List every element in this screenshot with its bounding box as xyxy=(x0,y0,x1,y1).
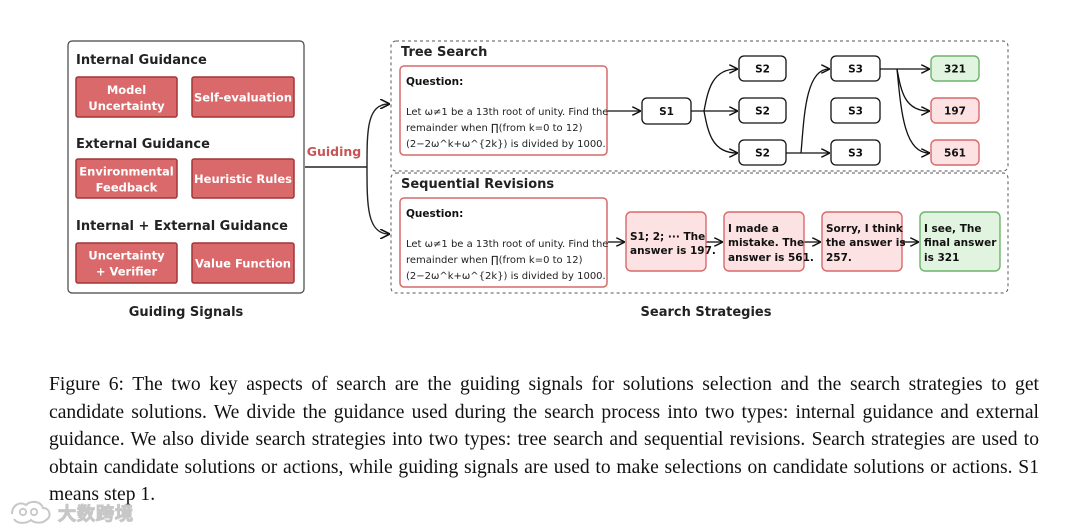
revision-step-4: I see, The final answer is 321 xyxy=(919,211,1001,272)
tree-answer-321: 321 xyxy=(930,55,980,82)
tree-answer-561: 561 xyxy=(930,139,980,166)
tree-node-s2-middle: S2 xyxy=(738,97,787,124)
guidance-box-heuristic-rules: Heuristic Rules xyxy=(191,158,295,199)
svg-text:561: 561 xyxy=(944,148,966,160)
sequential-revisions-panel: Sequential Revisions Question: Let ω≠1 b… xyxy=(390,172,1009,294)
svg-text:321: 321 xyxy=(944,64,966,76)
tree-node-s1: S1 xyxy=(641,97,692,125)
svg-text:Question:: Question: xyxy=(406,76,463,88)
figure-caption: Figure 6: The two key aspects of search … xyxy=(49,374,1039,505)
tree-search-panel: Tree Search Question: Let ω≠1 be a 13th … xyxy=(390,40,1009,172)
revision-step-2: I made a mistake. The answer is 561. xyxy=(723,211,814,272)
tree-node-s3-middle: S3 xyxy=(830,97,881,124)
search-overview-figure: Internal Guidance Model Uncertainty Self… xyxy=(67,40,1009,320)
svg-text:Question:: Question: xyxy=(406,208,463,220)
guidance-box-environmental-feedback: Environmental Feedback xyxy=(75,158,178,199)
svg-text:+ Verifier: + Verifier xyxy=(96,265,158,279)
tree-search-title: Tree Search xyxy=(401,45,487,60)
svg-text:final answer: final answer xyxy=(924,237,997,249)
tree-node-s3-bottom: S3 xyxy=(830,139,881,166)
tree-node-s2-top: S2 xyxy=(738,55,787,82)
svg-text:Heuristic Rules: Heuristic Rules xyxy=(194,172,292,186)
tree-node-s3-top: S3 xyxy=(830,55,881,82)
svg-text:S1: S1 xyxy=(659,106,674,118)
svg-text:S3: S3 xyxy=(848,64,863,76)
svg-text:Feedback: Feedback xyxy=(96,181,158,195)
svg-text:is 321: is 321 xyxy=(924,252,959,264)
svg-text:Self-evaluation: Self-evaluation xyxy=(194,91,292,105)
guiding-connector: Guiding xyxy=(305,104,389,234)
sequential-revisions-title: Sequential Revisions xyxy=(401,177,554,192)
search-strategies-label: Search Strategies xyxy=(641,305,772,320)
guidance-box-model-uncertainty: Model Uncertainty xyxy=(75,76,178,118)
svg-text:answer is 561.: answer is 561. xyxy=(728,252,814,264)
svg-text:answer is 197.: answer is 197. xyxy=(630,245,716,257)
guidance-box-uncertainty-verifier: Uncertainty + Verifier xyxy=(75,242,178,284)
tree-question-box: Question: Let ω≠1 be a 13th root of unit… xyxy=(399,65,608,156)
external-guidance-heading: External Guidance xyxy=(76,137,210,152)
svg-text:Model: Model xyxy=(107,83,146,97)
watermark-text: 大数跨境 xyxy=(58,504,134,526)
svg-text:(2−2ω^k+ω^{2k}) is divided by: (2−2ω^k+ω^{2k}) is divided by 1000. xyxy=(406,139,606,150)
sequential-question-box: Question: Let ω≠1 be a 13th root of unit… xyxy=(399,197,608,288)
svg-text:Let ω≠1 be a 13th root of unit: Let ω≠1 be a 13th root of unity. Find th… xyxy=(406,239,608,250)
svg-text:S2: S2 xyxy=(755,106,770,118)
guidance-box-value-function: Value Function xyxy=(191,242,295,284)
svg-text:I see, The: I see, The xyxy=(924,223,981,235)
watermark: 大数跨境 xyxy=(6,497,148,527)
svg-text:remainder when ∏(from k=0 to 1: remainder when ∏(from k=0 to 12) xyxy=(406,255,583,266)
revision-step-1: S1; 2; ··· The answer is 197. xyxy=(625,211,716,272)
svg-text:the answer is: the answer is xyxy=(826,237,906,249)
watermark-logo-icon xyxy=(11,500,51,524)
tree-node-s2-bottom: S2 xyxy=(738,139,787,166)
svg-text:Sorry, I think: Sorry, I think xyxy=(826,223,904,235)
svg-text:S2: S2 xyxy=(755,148,770,160)
svg-text:S3: S3 xyxy=(848,148,863,160)
tree-answer-197: 197 xyxy=(930,97,980,124)
svg-text:mistake. The: mistake. The xyxy=(728,237,804,249)
svg-text:Uncertainty: Uncertainty xyxy=(88,249,165,263)
svg-text:257.: 257. xyxy=(826,252,852,264)
guiding-signals-panel: Internal Guidance Model Uncertainty Self… xyxy=(67,40,305,294)
internal-guidance-heading: Internal Guidance xyxy=(76,53,207,68)
svg-text:Let ω≠1 be a 13th root of unit: Let ω≠1 be a 13th root of unity. Find th… xyxy=(406,107,608,118)
svg-text:Environmental: Environmental xyxy=(79,165,173,179)
svg-text:I made a: I made a xyxy=(728,223,779,235)
guiding-label: Guiding xyxy=(307,144,362,159)
svg-text:S3: S3 xyxy=(848,106,863,118)
guidance-box-self-evaluation: Self-evaluation xyxy=(191,76,295,118)
svg-text:remainder when ∏(from k=0 to 1: remainder when ∏(from k=0 to 12) xyxy=(406,123,583,134)
svg-text:197: 197 xyxy=(944,106,966,118)
guiding-signals-label: Guiding Signals xyxy=(129,305,244,320)
svg-text:Uncertainty: Uncertainty xyxy=(88,99,165,113)
svg-text:(2−2ω^k+ω^{2k}) is divided by: (2−2ω^k+ω^{2k}) is divided by 1000. xyxy=(406,271,606,282)
svg-text:S2: S2 xyxy=(755,64,770,76)
revision-step-3: Sorry, I think the answer is 257. xyxy=(821,211,906,272)
combined-guidance-heading: Internal + External Guidance xyxy=(76,219,288,234)
svg-text:Value Function: Value Function xyxy=(195,257,291,271)
svg-text:S1; 2; ··· The: S1; 2; ··· The xyxy=(630,231,705,243)
